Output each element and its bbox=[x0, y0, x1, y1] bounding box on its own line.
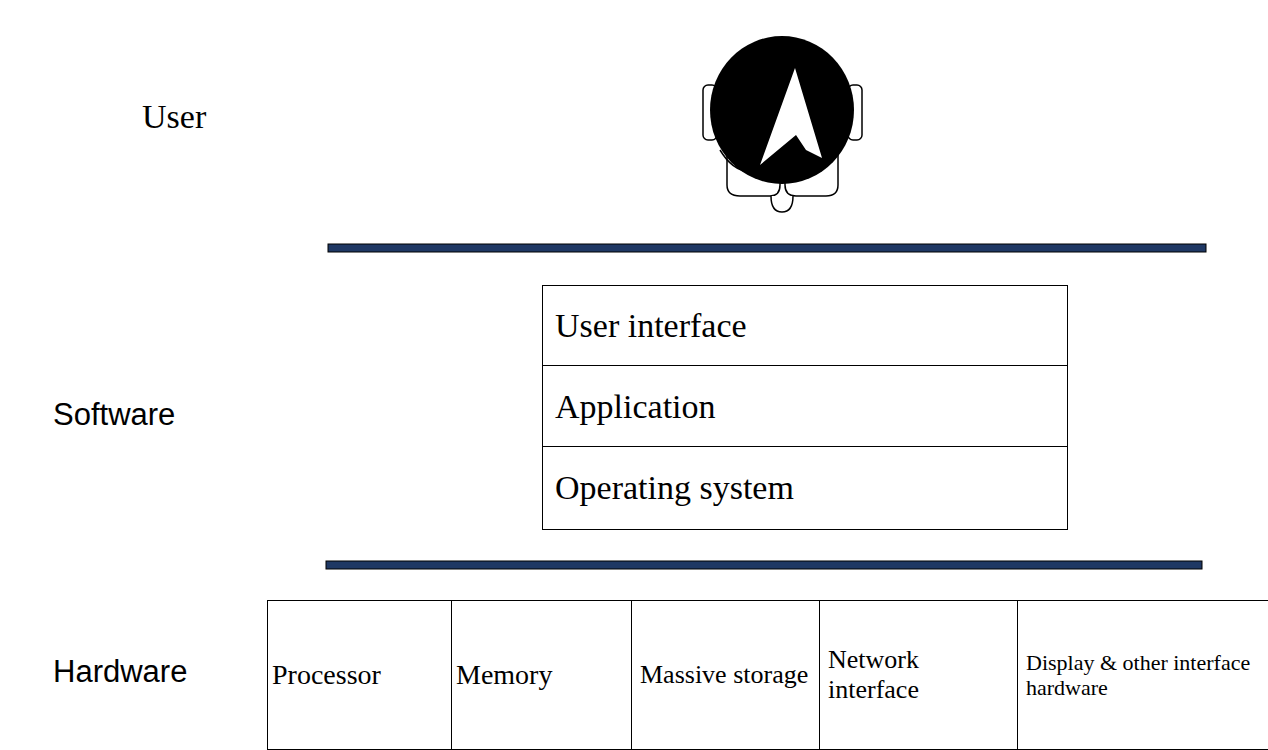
component-label: Memory bbox=[456, 659, 552, 691]
hardware-component: Display & other interface hardware bbox=[1017, 600, 1268, 750]
component-label: User interface bbox=[555, 306, 747, 345]
software-layer: Application bbox=[542, 365, 1068, 448]
hardware-component: Network interface bbox=[819, 600, 1019, 750]
component-label: Network interface bbox=[828, 645, 1010, 705]
component-label: Processor bbox=[272, 659, 381, 691]
layer-bar bbox=[328, 244, 1206, 252]
nose bbox=[771, 196, 793, 212]
software-layer: User interface bbox=[542, 285, 1068, 367]
hardware-component: Memory bbox=[451, 600, 633, 750]
layer-label: Software bbox=[53, 397, 175, 433]
software-layer: Operating system bbox=[542, 446, 1068, 530]
component-label: Operating system bbox=[555, 468, 794, 507]
component-label: Display & other interface hardware bbox=[1026, 650, 1261, 701]
layer-label: User bbox=[142, 98, 206, 136]
layer-label: Hardware bbox=[53, 654, 187, 690]
hair bbox=[710, 36, 854, 184]
component-label: Application bbox=[555, 387, 716, 426]
hardware-component: Massive storage bbox=[631, 600, 821, 750]
component-label: Massive storage bbox=[640, 660, 808, 690]
layer-bar bbox=[326, 561, 1202, 569]
hair-parting bbox=[760, 68, 822, 165]
hardware-component: Processor bbox=[267, 600, 453, 750]
